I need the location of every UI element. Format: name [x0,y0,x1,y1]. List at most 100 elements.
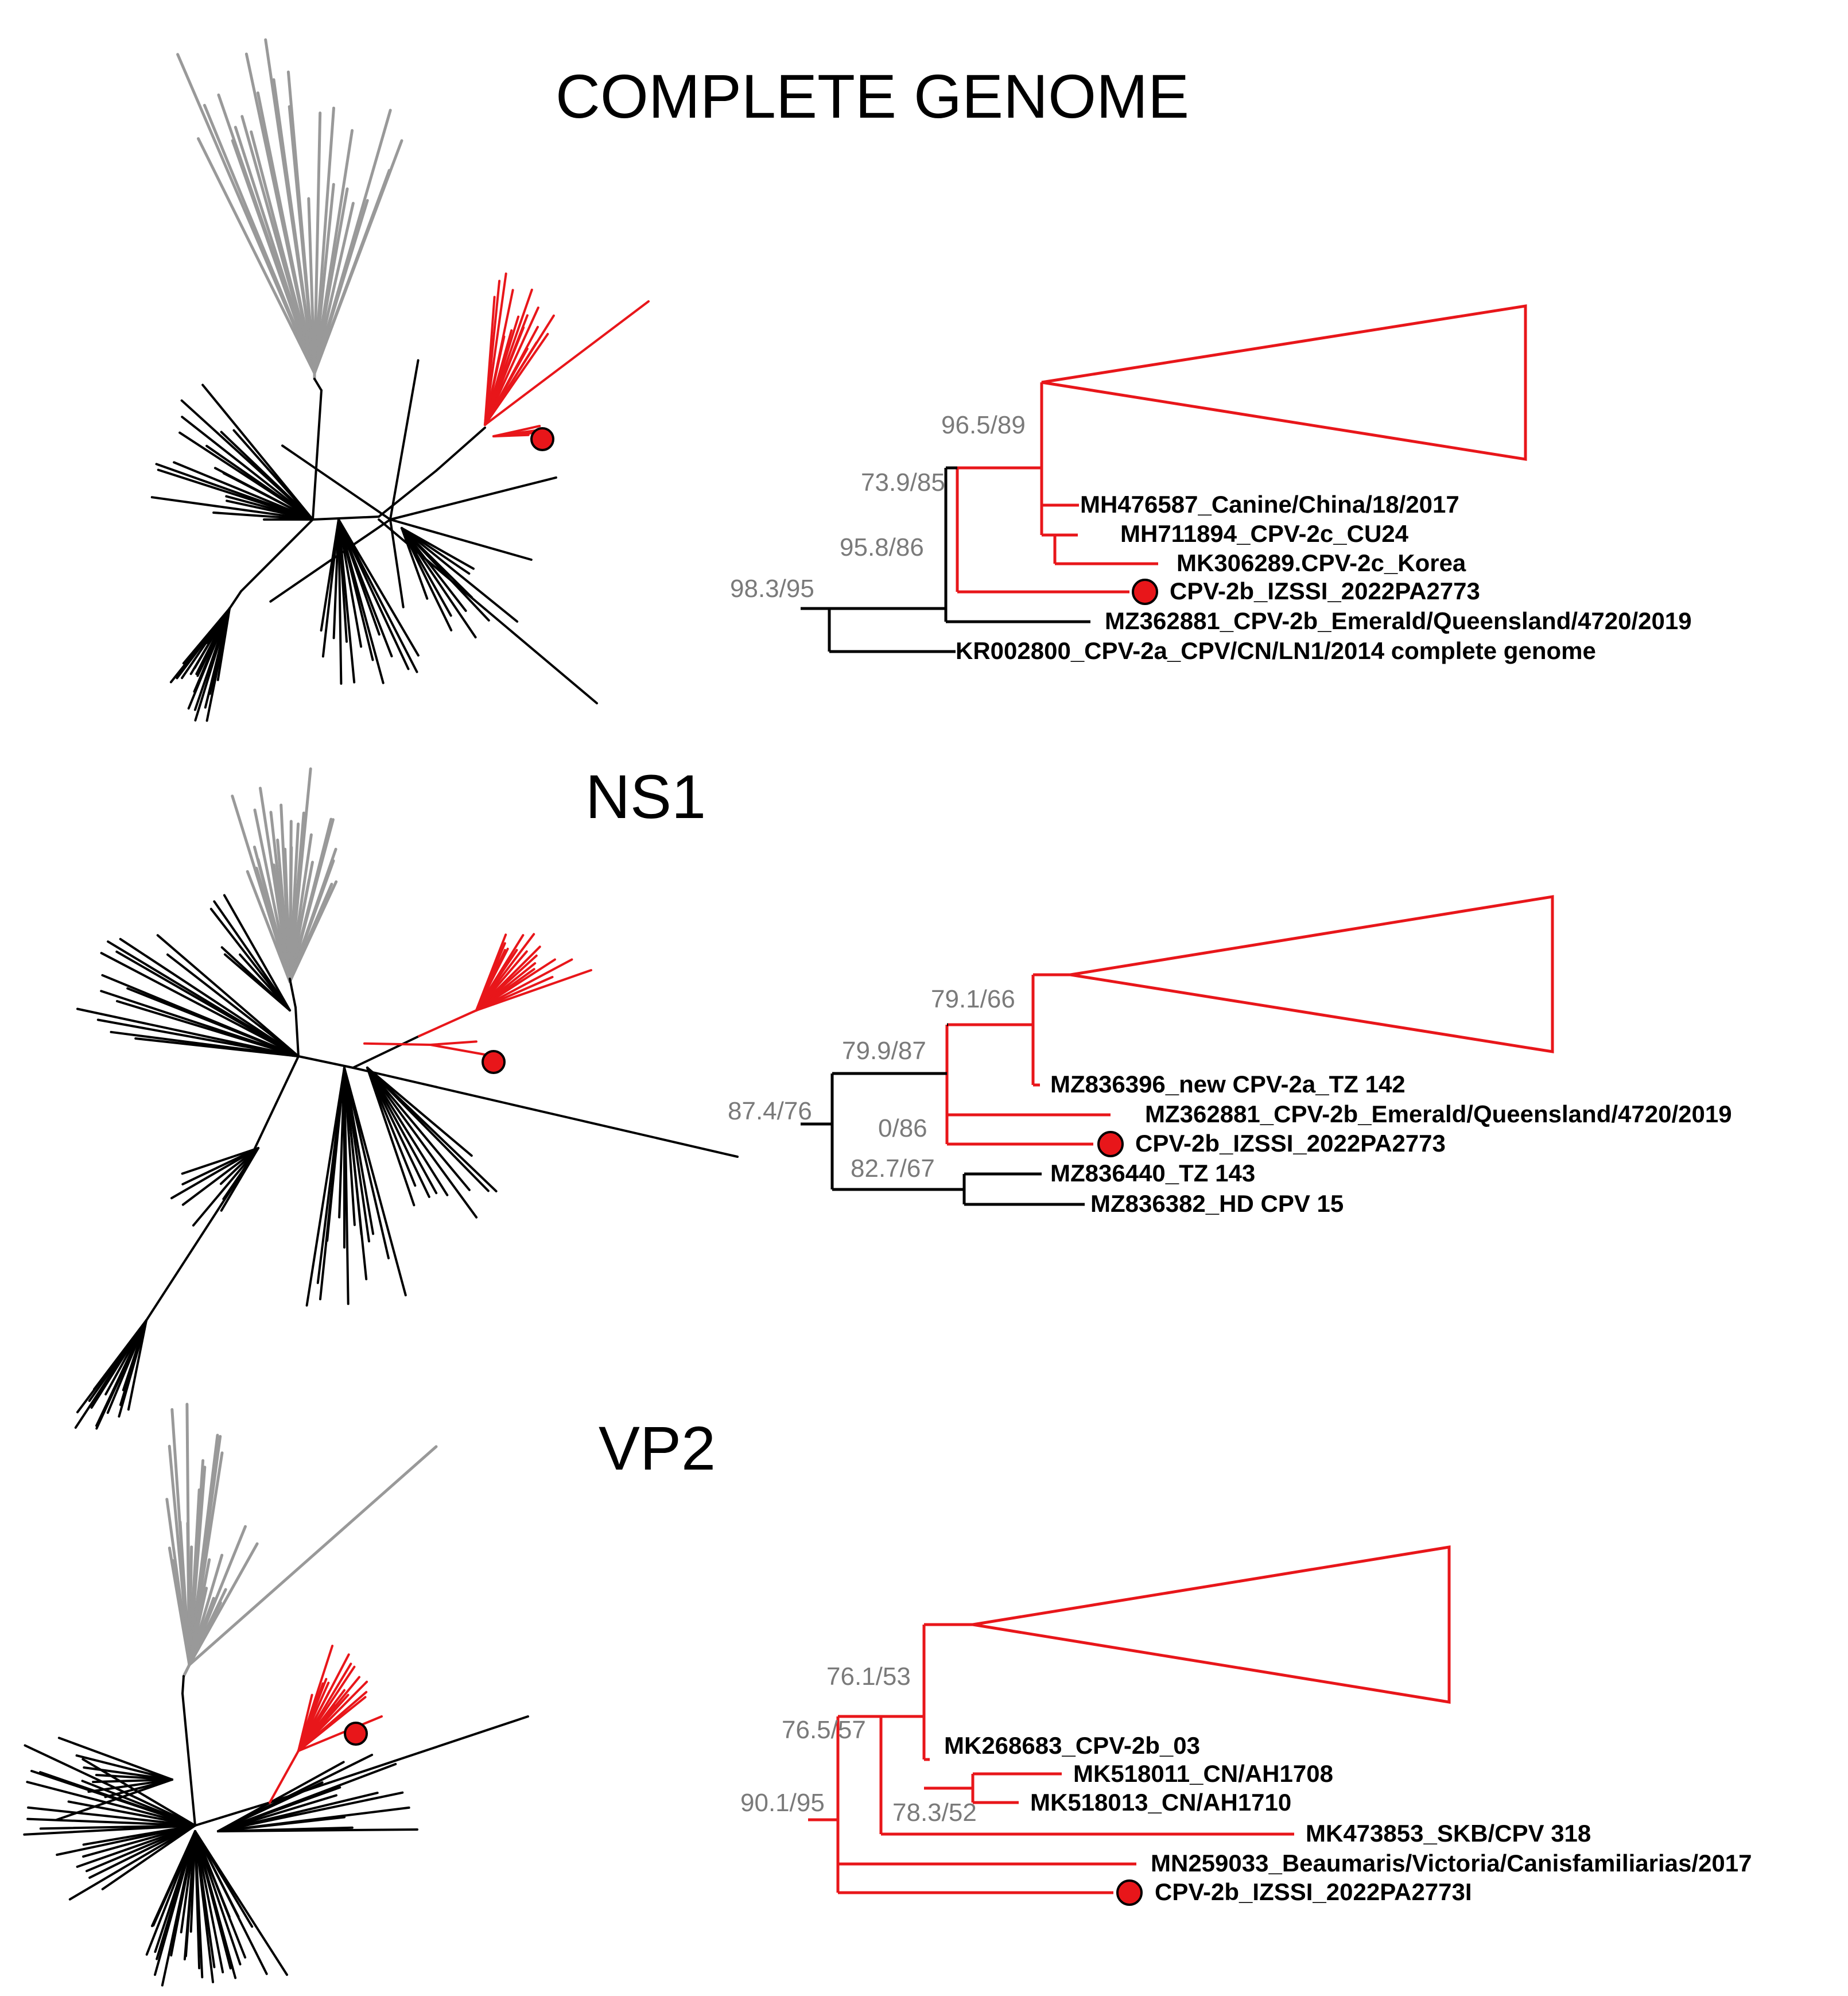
tree-branch [173,461,314,521]
tree-branch [307,197,316,375]
tree-branch [194,1830,288,1976]
taxon-label: MK473853_SKB/CPV 318 [1306,1820,1591,1847]
tree-branch [401,527,477,639]
tree-branch [194,1830,242,1966]
tree-branch [246,870,292,983]
branch [956,382,1129,594]
tree-branch [194,1801,271,1827]
taxon-label: MK306289.CPV-2c_Korea [1177,549,1466,576]
tree-branch [401,527,453,631]
rooted-subtree-ns1 [801,895,1554,1206]
branch [924,1772,1062,1804]
tree-branch [213,900,291,1011]
tree-branch [326,1067,345,1242]
tree-branch [68,1824,196,1901]
panel-title-complete-genome: COMPLETE GENOME [556,61,1189,131]
tree-branch [288,105,316,375]
panel-title-ns1: NS1 [585,762,706,831]
tree-branch [281,444,391,521]
outgroup-clade [231,767,338,983]
support-value: 79.1/66 [931,985,1015,1013]
tree-branch [55,1778,173,1821]
tree-branch [313,106,335,375]
tree-branch [312,516,380,521]
tree-branch [156,934,300,1057]
tree-branch [134,1037,300,1057]
tree-branch [297,1055,354,1069]
tree-branch [366,1067,430,1198]
taxon-label: CPV-2b_IZSSI_2022PA2773I [1155,1878,1472,1905]
tree-branch [119,937,300,1057]
tree-branch [343,1067,375,1235]
tree-branch [194,1830,237,1979]
tree-branch [429,1040,477,1046]
tree-branch [313,108,392,375]
tree-branch [475,958,573,1011]
tree-branch [194,1830,204,1979]
tree-branch [23,1824,196,1836]
black-clades [23,1675,529,1987]
tree-branch [188,1445,438,1666]
tree-branch [343,1067,407,1297]
tree-branch [157,468,314,521]
tree-branch [181,416,314,521]
tree-branch [352,1035,420,1069]
tree-branch [389,359,420,521]
tree-branch [57,1737,173,1781]
support-value: 79.9/87 [842,1037,926,1065]
branch [801,607,956,653]
tree-branch [126,987,300,1057]
outgroup-clade [176,38,403,381]
taxon-label: MZ836396_new CPV-2a_TZ 142 [1050,1071,1406,1098]
query-marker [1132,579,1158,605]
tree-branch [188,1558,211,1666]
tree-branch [75,1754,173,1781]
tree-branch [220,1147,259,1212]
tree-branch [212,511,314,521]
outgroup-clade [165,1402,438,1678]
tree-branch [116,1000,300,1057]
tree-branch [67,1800,196,1827]
tree-branch [26,1781,196,1827]
support-value: 76.5/57 [782,1716,866,1744]
tree-branch [401,527,519,623]
tree-branch [288,833,313,983]
branch [801,1023,1085,1206]
tree-branch [76,1007,300,1057]
tree-branch [475,969,592,1011]
tree-branch [288,817,333,983]
taxon-label: MZ836440_TZ 143 [1050,1160,1255,1187]
tree-branch [154,1830,196,1976]
tree-branch [188,1433,219,1666]
tree-branch [100,952,300,1057]
tree-branch [305,1067,345,1307]
tree-branch [492,425,541,437]
tree-branch [244,52,316,375]
tree-branch [297,1693,313,1752]
tree-branch [166,953,300,1057]
support-value: 82.7/67 [851,1154,935,1183]
taxon-label: MZ836382_HD CPV 15 [1090,1190,1344,1217]
unrooted-tree-ns1 [74,767,739,1430]
tree-branch [264,38,316,375]
tree-branch [313,139,403,375]
branch [1031,973,1070,1087]
tree-branch [343,1067,350,1305]
support-value: 76.1/53 [826,1662,911,1691]
tree-branch [401,527,473,599]
tree-branch [288,811,305,983]
tree-branch [181,1147,259,1175]
collapsed-clade-triangle [1041,304,1527,461]
tree-branch [337,518,343,685]
tree-branch [181,1147,259,1206]
tree-branch [209,908,291,1011]
tree-branch [87,1778,173,1793]
tree-branch [56,1824,196,1856]
tree-branch [180,399,314,521]
tree-branch [181,1675,185,1695]
tree-branch [269,1750,300,1804]
query-marker-unrooted [482,1050,506,1074]
taxon-label: MH476587_Canine/China/18/2017 [1080,491,1459,518]
tree-branch [27,1806,196,1827]
